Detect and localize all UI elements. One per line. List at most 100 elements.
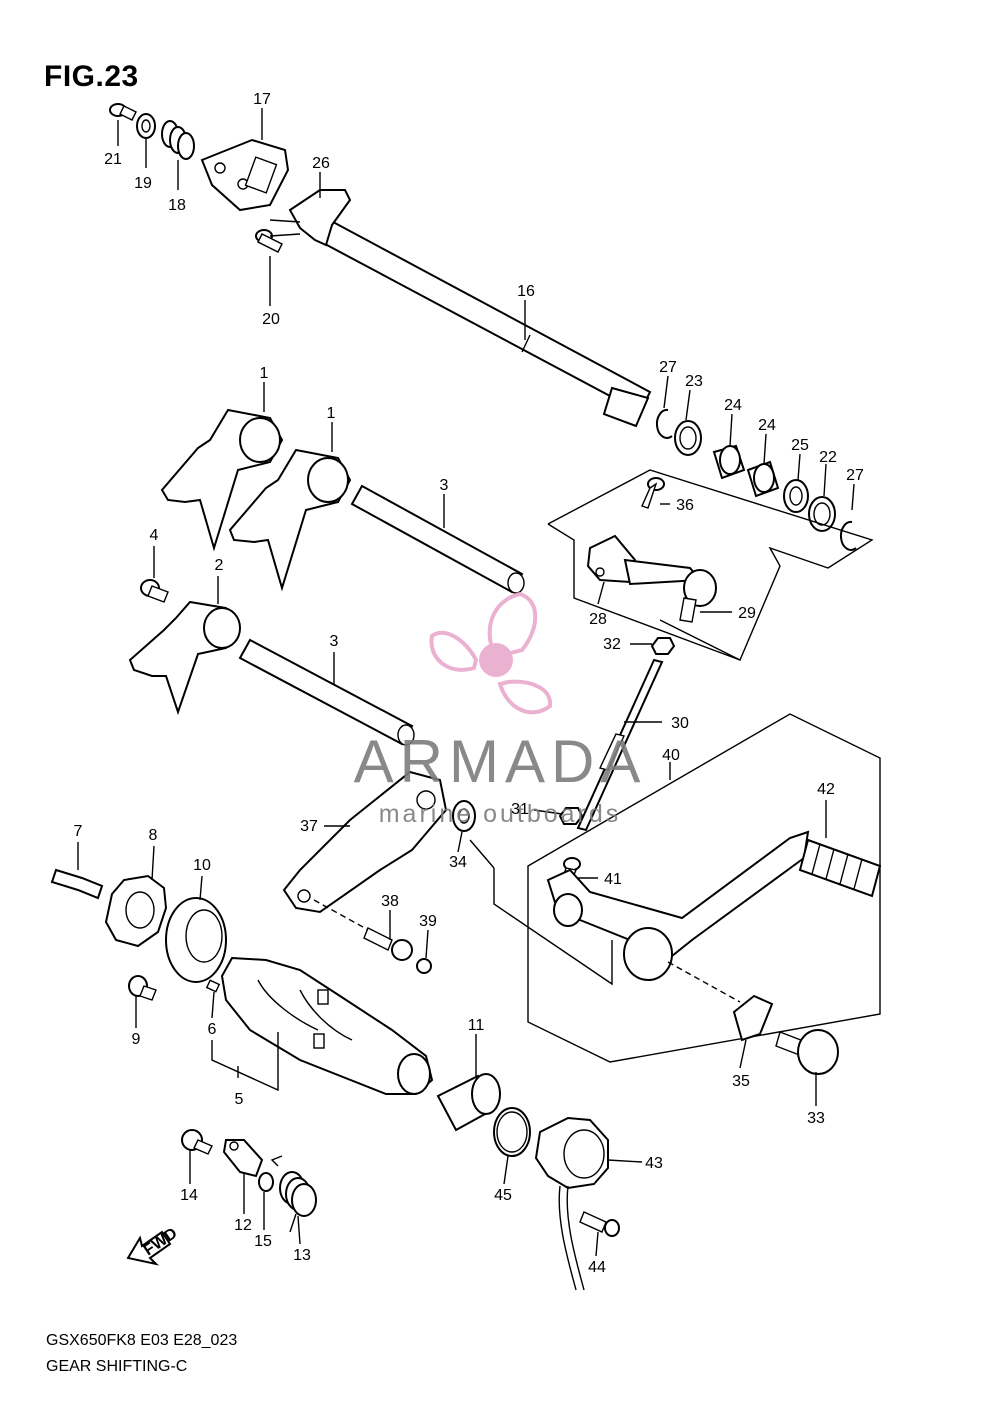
- callout-17: 17: [253, 91, 271, 108]
- diagram-caption: GEAR SHIFTING-C: [46, 1358, 188, 1375]
- bracket-40: [469, 713, 881, 1063]
- part-38-bolt: [363, 927, 413, 961]
- callout-8: 8: [149, 827, 158, 844]
- part-39-cap: [416, 958, 432, 974]
- part-42-gearshift-lever: [546, 830, 882, 1003]
- part-35-spacer: [732, 994, 774, 1042]
- part-3-fork-shaft-b: [238, 638, 415, 746]
- part-37-cam-stopper: [282, 770, 448, 933]
- part-17-shift-plate: [200, 138, 290, 212]
- callout-40: 40: [662, 747, 680, 764]
- callout-36: 36: [676, 497, 694, 514]
- part-21-screw: [109, 103, 137, 121]
- callout-39: 39: [419, 913, 437, 930]
- callout-5: 5: [235, 1091, 244, 1108]
- part-3-fork-shaft-a: [350, 484, 525, 594]
- callout-1-a: 1: [260, 365, 269, 382]
- callout-35: 35: [732, 1073, 750, 1090]
- callout-27-a: 27: [659, 359, 677, 376]
- part-45-o-ring: [493, 1107, 531, 1157]
- part-31-nut: [558, 807, 584, 825]
- propeller-logo-icon: [429, 591, 553, 715]
- part-30-shift-rod: [576, 658, 664, 832]
- callout-31: 31: [511, 801, 529, 818]
- part-29-rod-end: [679, 569, 717, 623]
- part-4-bolt: [140, 579, 169, 603]
- part-2-shift-fork: [128, 600, 241, 716]
- part-43-gear-position-switch: [534, 1116, 609, 1291]
- fwd-label: FWD: [141, 1225, 181, 1259]
- figure-title: FIG.23: [44, 60, 139, 93]
- part-24-bearing-a: [712, 444, 746, 480]
- callout-38: 38: [381, 893, 399, 910]
- part-26-shift-arm: [269, 189, 352, 247]
- callout-2: 2: [215, 557, 224, 574]
- part-1-shift-fork-a: [160, 408, 284, 552]
- callout-6: 6: [208, 1021, 217, 1038]
- callout-24-b: 24: [758, 417, 776, 434]
- part-20-bolt: [255, 229, 283, 253]
- callout-34: 34: [449, 854, 467, 871]
- part-12-cam-stopper: [222, 1139, 264, 1178]
- part-7-pin: [50, 868, 104, 900]
- part-27-circlip-a: [655, 408, 673, 439]
- leader-lines: [77, 108, 855, 1257]
- callout-27-b: 27: [846, 467, 864, 484]
- callout-20: 20: [262, 311, 280, 328]
- callout-3-b: 3: [330, 633, 339, 650]
- callout-41: 41: [604, 871, 622, 888]
- callout-33: 33: [807, 1110, 825, 1127]
- bracket-28-29-32: [547, 469, 874, 661]
- callout-19: 19: [134, 175, 152, 192]
- callout-21: 21: [104, 151, 122, 168]
- callout-44: 44: [588, 1259, 606, 1276]
- fwd-arrow-icon: FWD: [126, 1225, 181, 1266]
- callout-22: 22: [819, 449, 837, 466]
- callout-43: 43: [645, 1155, 663, 1172]
- part-32-nut: [650, 637, 676, 655]
- part-9-bolt: [128, 975, 157, 1001]
- callout-26: 26: [312, 155, 330, 172]
- callout-1-b: 1: [327, 405, 336, 422]
- part-33-pivot-bolt: [775, 1029, 839, 1075]
- part-25-seal: [783, 479, 809, 513]
- callout-23: 23: [685, 373, 703, 390]
- callout-12: 12: [234, 1217, 252, 1234]
- callout-3-a: 3: [440, 477, 449, 494]
- part-11-bearing: [436, 1073, 501, 1132]
- armada-watermark: ARMADA marine outboards: [354, 591, 647, 828]
- watermark-brand: ARMADA: [354, 728, 647, 795]
- part-8-cam-driven-gear: [104, 874, 168, 948]
- part-10-bearing: [165, 897, 227, 983]
- callout-28: 28: [589, 611, 607, 628]
- callout-10: 10: [193, 857, 211, 874]
- model-code: GSX650FK8 E03 E28_023: [46, 1332, 238, 1349]
- callout-18: 18: [168, 197, 186, 214]
- part-19-washer: [136, 113, 156, 139]
- callout-9: 9: [132, 1031, 141, 1048]
- part-23-washer: [674, 420, 702, 456]
- part-24-bearing-b: [746, 460, 780, 498]
- part-36-bolt: [641, 477, 665, 509]
- part-28-shift-lever: [586, 534, 703, 586]
- callout-4: 4: [150, 527, 159, 544]
- callout-32: 32: [603, 636, 621, 653]
- part-27-circlip-b: [839, 520, 857, 551]
- part-15-washer: [258, 1172, 274, 1192]
- callout-15: 15: [254, 1233, 272, 1250]
- callout-25: 25: [791, 437, 809, 454]
- callout-29: 29: [738, 605, 756, 622]
- callout-13: 13: [293, 1247, 311, 1264]
- callout-45: 45: [494, 1187, 512, 1204]
- part-13-spring: [270, 1155, 317, 1233]
- part-6-pin: [205, 979, 221, 993]
- callout-16: 16: [517, 283, 535, 300]
- part-16-shift-shaft: [308, 213, 652, 428]
- callout-37: 37: [300, 818, 318, 835]
- part-44-bolt: [579, 1211, 620, 1237]
- part-34-washer: [452, 800, 476, 832]
- part-14-bolt: [181, 1129, 213, 1155]
- callout-30: 30: [671, 715, 689, 732]
- callout-7: 7: [74, 823, 83, 840]
